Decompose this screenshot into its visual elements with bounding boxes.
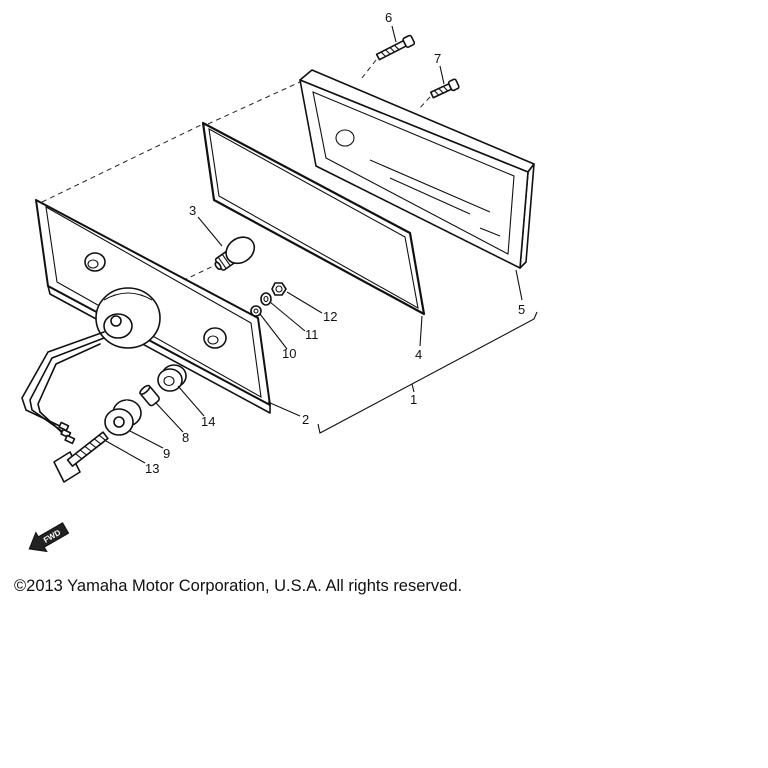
socket-dome — [95, 287, 161, 349]
lens-part-5 — [299, 69, 535, 269]
callout-5: 5 — [518, 302, 525, 317]
leader-14 — [177, 385, 205, 417]
callout-9: 9 — [163, 446, 170, 461]
leader-13 — [105, 440, 146, 464]
callout-1: 1 — [410, 392, 417, 407]
copyright-notice: ©2013 Yamaha Motor Corporation, U.S.A. A… — [14, 577, 462, 595]
screw-part-6 — [375, 34, 416, 61]
assembly-bracket-1 — [317, 311, 538, 434]
leader-2 — [267, 401, 301, 417]
leader-4 — [419, 315, 423, 347]
grommet-part-14 — [157, 364, 187, 392]
callout-2: 2 — [302, 412, 309, 427]
nut-part-12 — [271, 282, 287, 296]
damper-part-9 — [104, 399, 142, 436]
callout-14: 14 — [201, 414, 215, 429]
leader-6 — [391, 25, 397, 43]
wire-harness — [21, 331, 105, 445]
callout-6: 6 — [385, 10, 392, 25]
callout-7: 7 — [434, 51, 441, 66]
washer-part-11 — [260, 292, 272, 306]
leader-1 — [411, 383, 415, 393]
bulb-part-3 — [214, 236, 256, 271]
leader-10 — [259, 313, 288, 350]
callout-4: 4 — [415, 347, 422, 362]
bolt-part-13 — [53, 431, 109, 483]
callout-8: 8 — [182, 430, 189, 445]
callouts: 1 2 3 4 5 6 7 8 9 10 11 12 13 14 — [145, 10, 525, 476]
forward-arrow-icon: FWD — [28, 522, 70, 553]
callout-11: 11 — [305, 327, 319, 342]
leader-5 — [515, 269, 523, 301]
callout-13: 13 — [145, 461, 159, 476]
callout-10: 10 — [282, 346, 296, 361]
leader-9 — [129, 430, 164, 449]
washer-part-10 — [250, 305, 262, 317]
leader-12 — [286, 291, 323, 314]
leader-11 — [269, 301, 306, 332]
leader-lines — [105, 25, 538, 464]
callout-3: 3 — [189, 203, 196, 218]
collar-part-8 — [139, 384, 160, 407]
leader-7 — [439, 65, 445, 85]
leader-8 — [155, 402, 184, 433]
screw-part-7 — [429, 78, 460, 99]
gasket-part-4 — [201, 121, 426, 316]
leader-3 — [197, 216, 223, 247]
callout-12: 12 — [323, 309, 337, 324]
